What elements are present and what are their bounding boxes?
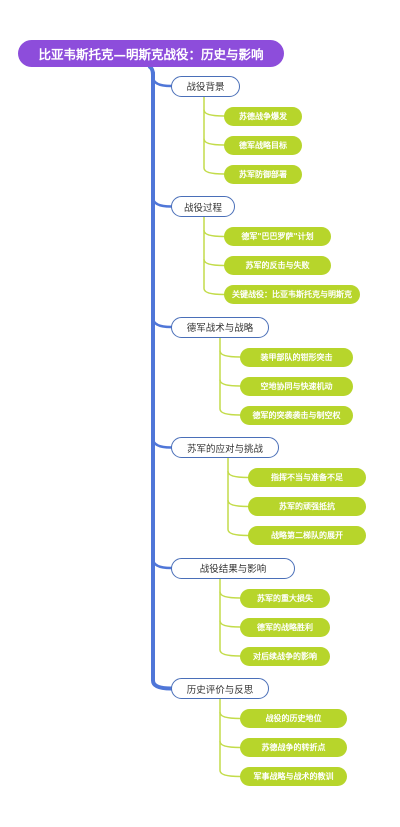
subtopic[interactable]: 苏德战争的转折点 bbox=[240, 738, 347, 757]
leaf-connector bbox=[203, 138, 225, 146]
leaf-connector bbox=[227, 499, 249, 508]
subtopic[interactable]: 战略第二梯队的展开 bbox=[248, 526, 366, 545]
leaf-connector bbox=[203, 258, 225, 267]
leaf-connector-line bbox=[203, 215, 225, 296]
branch-connector bbox=[151, 557, 173, 570]
leaf-connector bbox=[219, 350, 241, 358]
branch-topic[interactable]: 历史评价与反思 bbox=[171, 678, 269, 699]
subtopic[interactable]: 苏军的重大损失 bbox=[240, 588, 330, 608]
branch-connector bbox=[151, 316, 173, 329]
leaf-connector-line bbox=[219, 577, 241, 657]
leaf-connector-line bbox=[219, 336, 241, 416]
branch-connector bbox=[151, 75, 173, 88]
branch-connector bbox=[151, 196, 173, 208]
branch-topic[interactable]: 德军战术与战略 bbox=[171, 316, 269, 338]
branch-topic[interactable]: 战役结果与影响 bbox=[171, 557, 295, 579]
subtopic[interactable]: 对后续战争的影响 bbox=[240, 646, 330, 666]
branch-topic[interactable]: 战役过程 bbox=[171, 196, 235, 217]
leaf-connector-line bbox=[219, 697, 241, 778]
subtopic[interactable]: 苏军防御部署 bbox=[224, 164, 302, 184]
branch-topic[interactable]: 战役背景 bbox=[171, 75, 240, 97]
subtopic[interactable]: 空地协同与快速机动 bbox=[240, 376, 353, 396]
branch-topic[interactable]: 苏军的应对与挑战 bbox=[171, 437, 279, 458]
branch-connector bbox=[151, 437, 173, 449]
subtopic[interactable]: 德军"巴巴罗萨"计划 bbox=[224, 227, 331, 246]
subtopic[interactable]: 德军战略目标 bbox=[224, 135, 302, 155]
subtopic[interactable]: 苏德战争爆发 bbox=[224, 106, 302, 126]
leaf-connector bbox=[219, 711, 241, 720]
subtopic[interactable]: 苏军的顽强抵抗 bbox=[248, 497, 366, 516]
subtopic[interactable]: 战役的历史地位 bbox=[240, 709, 347, 728]
leaf-connector bbox=[203, 109, 225, 117]
subtopic[interactable]: 军事战略与战术的教训 bbox=[240, 767, 347, 786]
subtopic[interactable]: 苏军的反击与失败 bbox=[224, 256, 331, 275]
leaf-connector bbox=[219, 379, 241, 387]
root-topic[interactable]: 比亚韦斯托克—明斯克战役：历史与影响 bbox=[18, 40, 284, 67]
subtopic[interactable]: 装甲部队的钳形突击 bbox=[240, 347, 353, 367]
leaf-connector bbox=[203, 229, 225, 238]
leaf-connector bbox=[227, 470, 249, 479]
leaf-connector bbox=[219, 620, 241, 628]
subtopic[interactable]: 指挥不当与准备不足 bbox=[248, 468, 366, 487]
leaf-connector bbox=[219, 740, 241, 749]
leaf-connector-line bbox=[227, 456, 249, 537]
main-trunk-line bbox=[151, 71, 173, 691]
subtopic[interactable]: 德军的战略胜利 bbox=[240, 617, 330, 637]
leaf-connector bbox=[219, 591, 241, 599]
leaf-connector-line bbox=[203, 95, 225, 175]
subtopic[interactable]: 德军的突袭袭击与制空权 bbox=[240, 405, 353, 425]
subtopic[interactable]: 关键战役：比亚韦斯托克与明斯克 bbox=[224, 285, 360, 304]
